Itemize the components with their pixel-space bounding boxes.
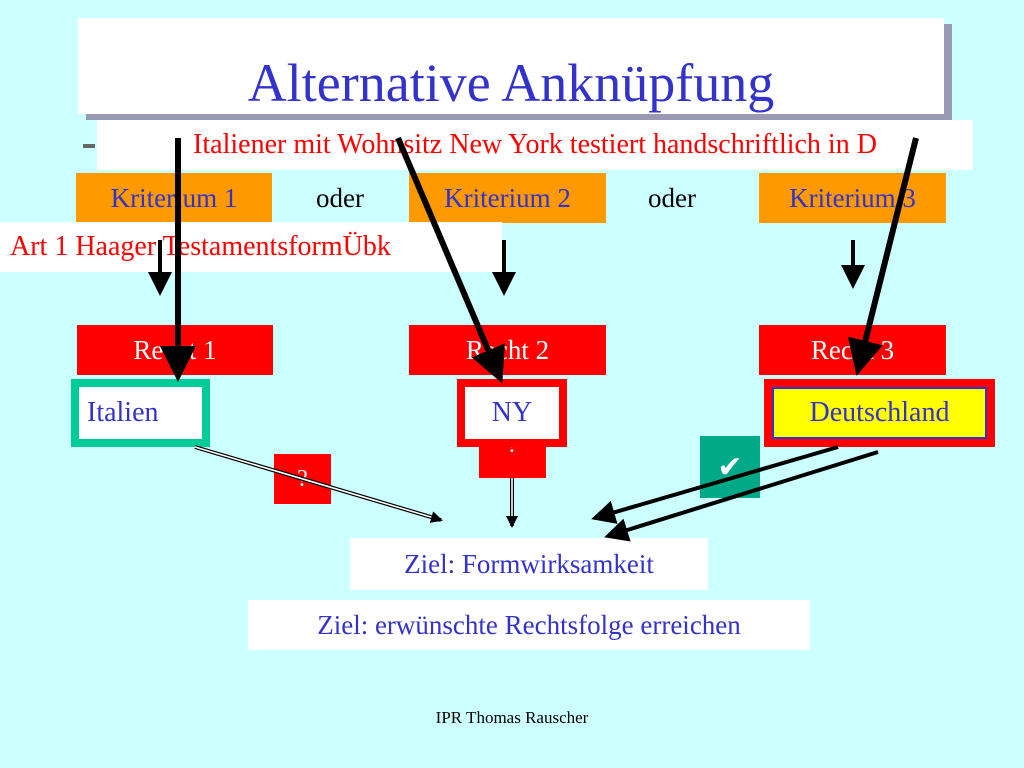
connector-oder-2: oder — [648, 182, 696, 213]
outcome-deutschland: Deutschland — [772, 387, 987, 439]
connector-oder-1: oder — [316, 182, 364, 213]
goal-formwirksamkeit: Ziel: Formwirksamkeit — [350, 538, 708, 590]
law-3-box: Recht 3 — [759, 325, 946, 375]
criterion-1-box: Kriterium 1 — [76, 173, 272, 223]
question-mark-1: ? — [274, 454, 331, 504]
case-description: Italiener mit Wohnsitz New York testiert… — [97, 120, 973, 170]
bullet-dash — [83, 144, 95, 148]
criterion-3-box: Kriterium 3 — [759, 173, 946, 223]
footer-author: IPR Thomas Rauscher — [435, 708, 589, 727]
rule-reference: Art 1 Haager TestamentsformÜbk — [0, 222, 502, 272]
law-1-box: Recht 1 — [77, 325, 273, 375]
slide-title: Alternative Anknüpfung — [247, 53, 775, 113]
outcome-italien: Italien — [79, 387, 202, 439]
title-box — [78, 18, 944, 114]
check-icon: ✔ — [700, 436, 760, 498]
outcome-ny: NY — [465, 387, 559, 439]
goal-rechtsfolge: Ziel: erwünschte Rechtsfolge erreichen — [248, 600, 810, 650]
criterion-2-box: Kriterium 2 — [409, 173, 606, 223]
law-2-box: Recht 2 — [409, 325, 606, 375]
